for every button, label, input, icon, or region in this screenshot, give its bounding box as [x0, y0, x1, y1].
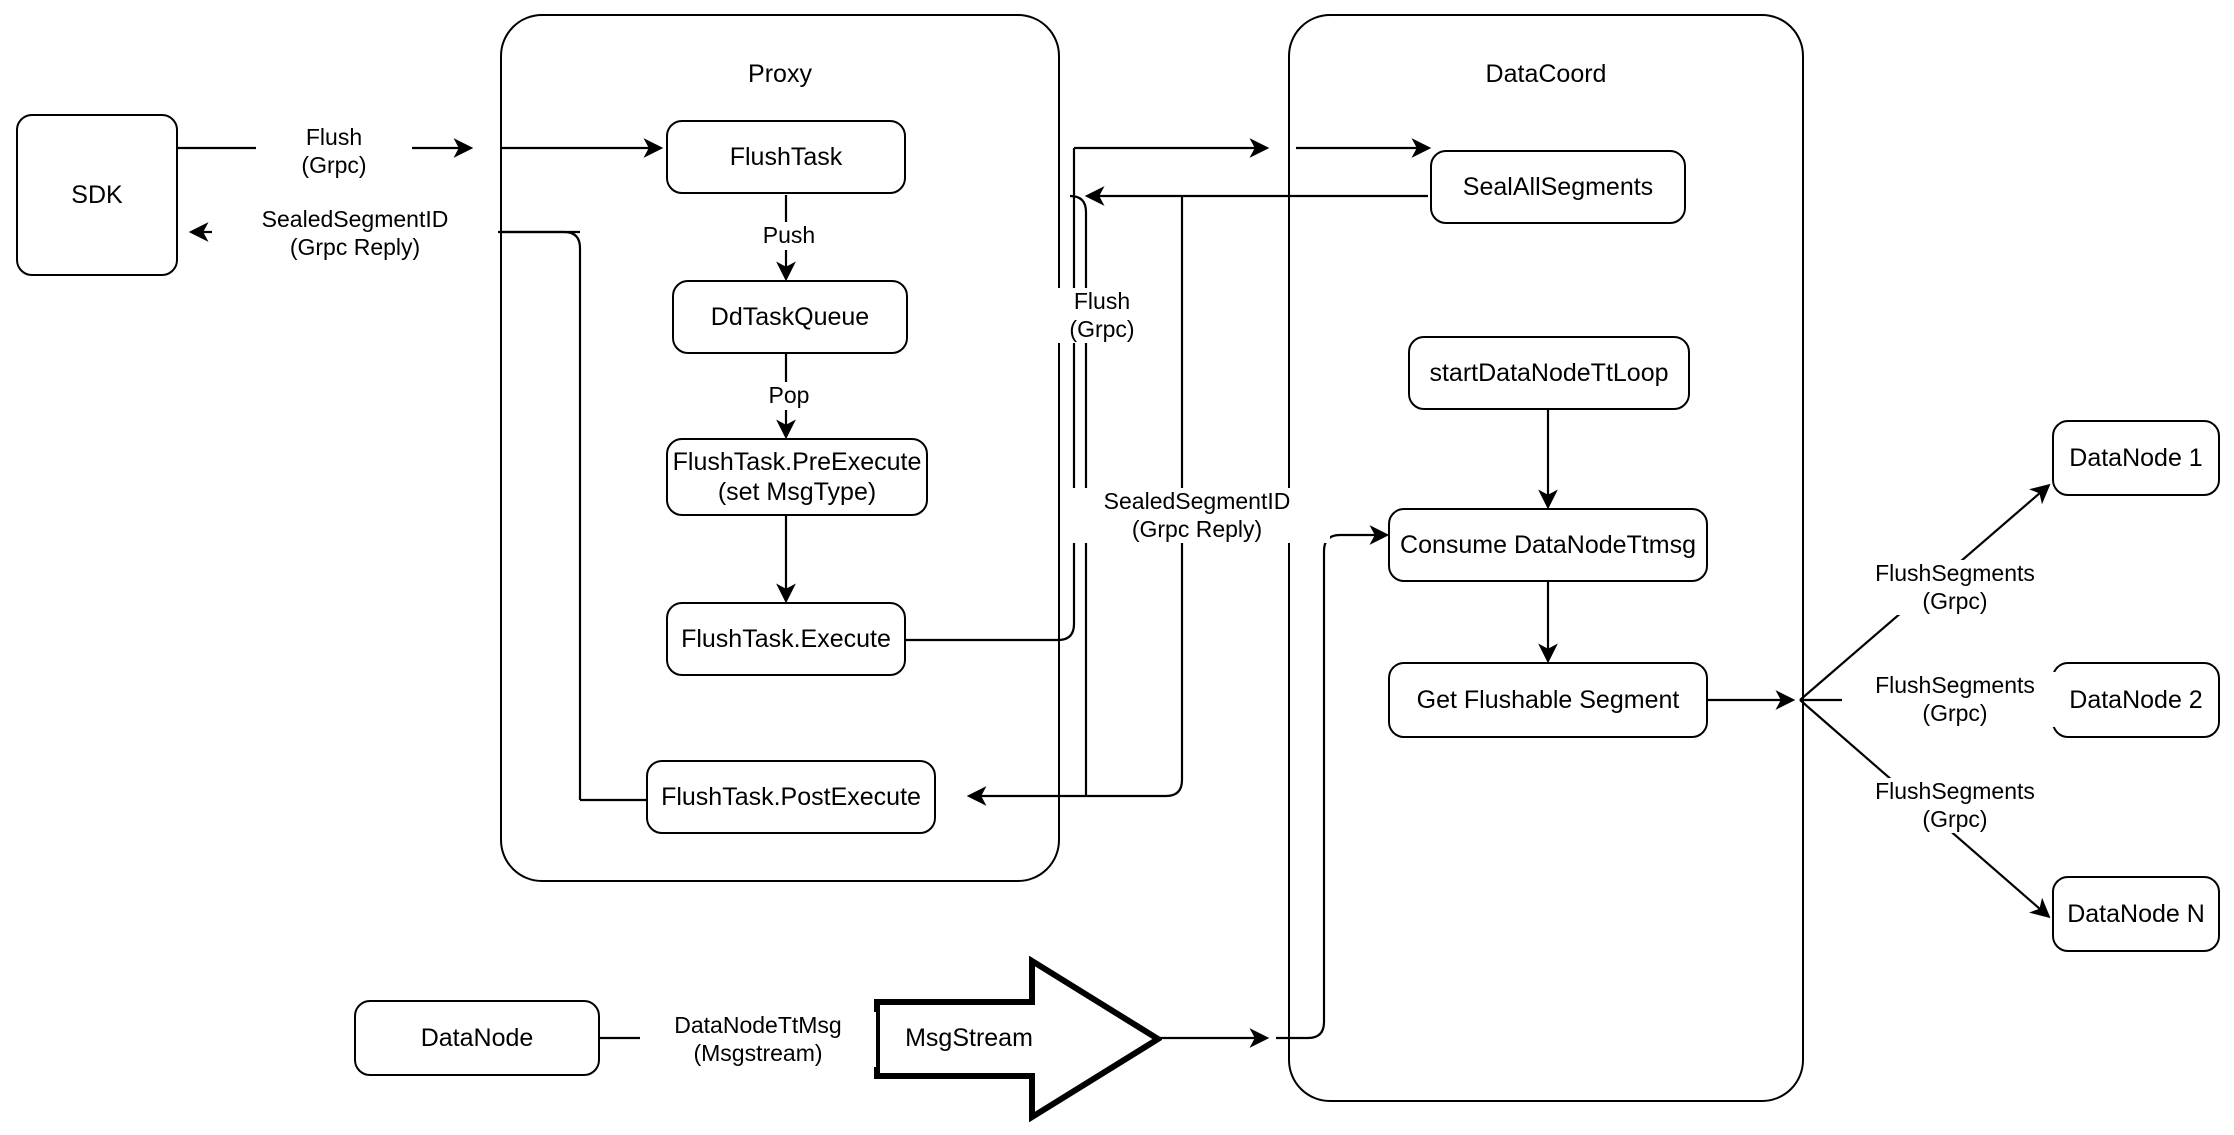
- node-datanode[interactable]: DataNode: [354, 1000, 600, 1076]
- node-datanode-2[interactable]: DataNode 2: [2052, 662, 2220, 738]
- msgstream-arrow-shape: [874, 955, 1164, 1123]
- node-flushtask[interactable]: FlushTask: [666, 120, 906, 194]
- node-datanode-n[interactable]: DataNode N: [2052, 876, 2220, 952]
- msgstream-label: MsgStream: [905, 1024, 1033, 1052]
- label-flush-to-datanode1: FlushSegments (Grpc): [1842, 560, 2068, 616]
- node-flushtask-execute[interactable]: FlushTask.Execute: [666, 602, 906, 676]
- node-sdk[interactable]: SDK: [16, 114, 178, 276]
- label-sdk-to-proxy: Flush (Grpc): [256, 124, 412, 180]
- node-msgstream[interactable]: MsgStream: [874, 955, 1164, 1123]
- node-flushtask-postexecute[interactable]: FlushTask.PostExecute: [646, 760, 936, 834]
- edge-reply-inner-riser: [1069, 194, 1088, 796]
- edge-junction-to-datanoden: [1799, 699, 2051, 919]
- node-flushtask-preexecute[interactable]: FlushTask.PreExecute (set MsgType): [666, 438, 928, 516]
- edge-junction-to-datanode1: [1799, 483, 2051, 701]
- node-consume-datanodettmsg[interactable]: Consume DataNodeTtmsg: [1388, 508, 1708, 582]
- node-ddtaskqueue[interactable]: DdTaskQueue: [672, 280, 908, 354]
- node-startdatanodettloop[interactable]: startDataNodeTtLoop: [1408, 336, 1690, 410]
- node-sealallsegments[interactable]: SealAllSegments: [1430, 150, 1686, 224]
- datacoord-container-label: DataCoord: [1485, 60, 1607, 88]
- proxy-container-label: Proxy: [748, 60, 812, 88]
- label-flush-to-datanode2: FlushSegments (Grpc): [1842, 672, 2068, 728]
- node-get-flushable-segment[interactable]: Get Flushable Segment: [1388, 662, 1708, 738]
- label-datanode-to-msgstream: DataNodeTtMsg (Msgstream): [640, 1012, 876, 1068]
- node-datanode-1[interactable]: DataNode 1: [2052, 420, 2220, 496]
- label-proxy-to-sdk: SealedSegmentID (Grpc Reply): [212, 206, 498, 262]
- label-flush-to-datanoden: FlushSegments (Grpc): [1842, 778, 2068, 834]
